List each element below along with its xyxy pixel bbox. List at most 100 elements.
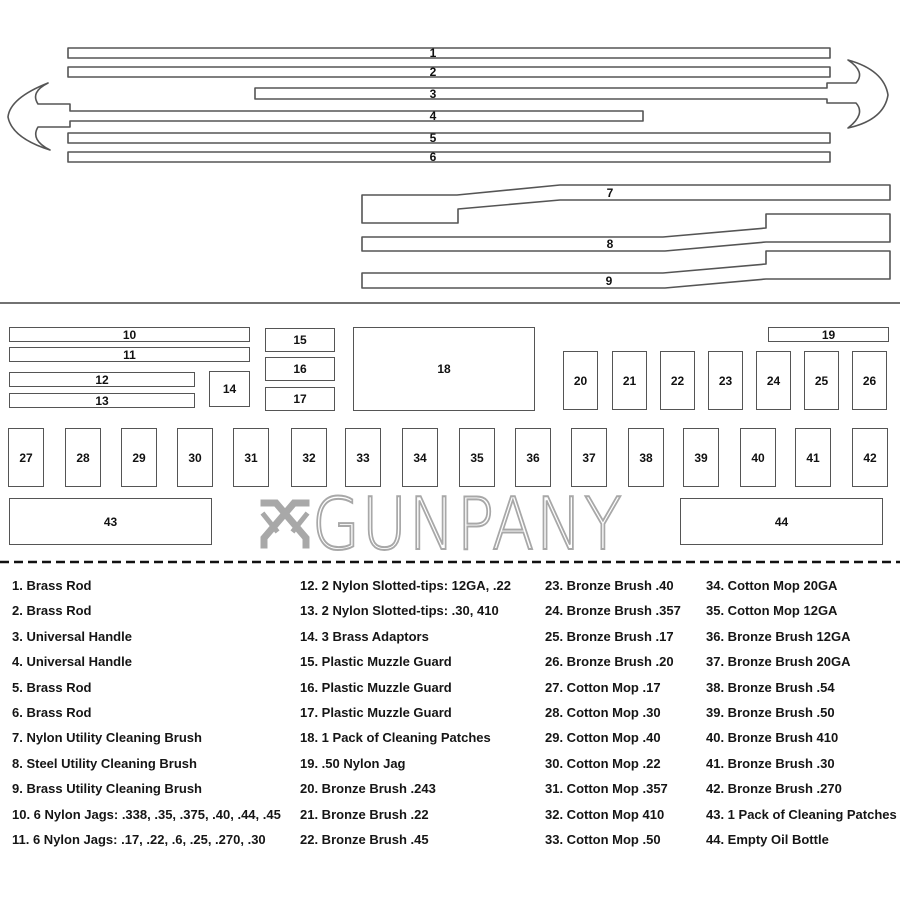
part-34: 34 xyxy=(402,428,438,487)
part-30: 30 xyxy=(177,428,213,487)
legend-item: 16. Plastic Muzzle Guard xyxy=(300,679,452,695)
legend-item: 36. Bronze Brush 12GA xyxy=(706,628,851,644)
legend-item: 44. Empty Oil Bottle xyxy=(706,832,829,847)
part-number: 39 xyxy=(694,450,708,465)
part-number: 26 xyxy=(862,373,877,388)
part-number: 32 xyxy=(302,450,316,465)
part-number: 37 xyxy=(582,450,596,465)
part-number: 34 xyxy=(413,450,427,465)
part-number: 14 xyxy=(222,382,237,396)
part-number: 25 xyxy=(814,373,829,388)
part-number: 4 xyxy=(429,109,437,123)
legend-item: 42. Bronze Brush .270 xyxy=(706,781,842,797)
legend-item: 25. Bronze Brush .17 xyxy=(545,628,674,644)
legend-item: 23. Bronze Brush .40 xyxy=(545,578,674,593)
part-28: 28 xyxy=(65,428,101,487)
part-16: 16 xyxy=(265,357,335,381)
part-18: 18 xyxy=(353,327,535,411)
part-11: 11 xyxy=(9,347,250,362)
part-35: 35 xyxy=(459,428,495,487)
part-41: 41 xyxy=(795,428,831,487)
legend-item: 38. Bronze Brush .54 xyxy=(706,679,835,695)
legend-item: 19. .50 Nylon Jag xyxy=(300,755,406,771)
legend-item: 2. Brass Rod xyxy=(12,603,92,619)
legend-item: 21. Bronze Brush .22 xyxy=(300,806,429,822)
legend-item: 26. Bronze Brush .20 xyxy=(545,654,674,670)
part-number: 7 xyxy=(606,186,614,200)
part-39: 39 xyxy=(683,428,719,487)
part-number: 40 xyxy=(751,450,765,465)
part-42: 42 xyxy=(852,428,888,487)
legend-item: 32. Cotton Mop 410 xyxy=(545,806,665,822)
universal-handle-3 xyxy=(254,59,889,129)
part-number: 6 xyxy=(429,150,437,164)
part-number: 8 xyxy=(606,237,614,251)
part-23: 23 xyxy=(708,351,743,410)
legend-item: 8. Steel Utility Cleaning Brush xyxy=(12,755,197,771)
part-number: 13 xyxy=(95,393,109,408)
part-number: 35 xyxy=(470,450,484,465)
part-44: 44 xyxy=(680,498,883,545)
part-14: 14 xyxy=(209,371,250,407)
legend-item: 15. Plastic Muzzle Guard xyxy=(300,654,452,670)
brass-rod-6 xyxy=(67,151,831,163)
legend-item: 14. 3 Brass Adaptors xyxy=(300,628,429,644)
legend-item: 37. Bronze Brush 20GA xyxy=(706,654,851,670)
part-31: 31 xyxy=(233,428,269,487)
legend-item: 24. Bronze Brush .357 xyxy=(545,603,681,619)
legend-item: 40. Bronze Brush 410 xyxy=(706,730,839,746)
part-17: 17 xyxy=(265,387,335,411)
part-number: 33 xyxy=(356,450,370,465)
part-number: 30 xyxy=(188,450,202,465)
legend-item: 12. 2 Nylon Slotted-tips: 12GA, .22 xyxy=(300,578,511,593)
nylon-utility-brush-7 xyxy=(361,184,891,224)
legend-item: 18. 1 Pack of Cleaning Patches xyxy=(300,730,491,746)
part-20: 20 xyxy=(563,351,598,410)
part-38: 38 xyxy=(628,428,664,487)
steel-utility-brush-8 xyxy=(361,213,891,252)
legend-item: 29. Cotton Mop .40 xyxy=(545,730,661,746)
part-number: 23 xyxy=(718,373,733,388)
part-number: 5 xyxy=(429,131,437,145)
legend-item: 6. Brass Rod xyxy=(12,705,92,720)
part-number: 12 xyxy=(95,372,109,387)
brass-utility-brush-9 xyxy=(361,250,891,289)
part-number: 2 xyxy=(429,65,437,79)
part-number: 38 xyxy=(639,450,653,465)
part-27: 27 xyxy=(8,428,44,487)
part-number: 31 xyxy=(244,450,258,465)
part-26: 26 xyxy=(852,351,887,410)
legend-item: 4. Universal Handle xyxy=(12,654,132,670)
legend-item: 9. Brass Utility Cleaning Brush xyxy=(12,781,202,797)
part-number: 41 xyxy=(806,450,820,465)
brass-rod-5 xyxy=(67,132,831,144)
part-number: 28 xyxy=(76,450,90,465)
part-43: 43 xyxy=(9,498,212,545)
legend-item: 28. Cotton Mop .30 xyxy=(545,705,661,720)
part-number: 20 xyxy=(573,373,588,388)
legend-item: 30. Cotton Mop .22 xyxy=(545,755,661,771)
legend-item: 1. Brass Rod xyxy=(12,578,92,593)
part-40: 40 xyxy=(740,428,776,487)
part-19: 19 xyxy=(768,327,889,342)
part-number: 21 xyxy=(622,373,637,388)
part-number: 29 xyxy=(132,450,146,465)
legend-item: 35. Cotton Mop 12GA xyxy=(706,603,838,619)
legend-item: 7. Nylon Utility Cleaning Brush xyxy=(12,730,202,746)
legend-item: 27. Cotton Mop .17 xyxy=(545,679,661,695)
part-number: 18 xyxy=(437,362,451,376)
part-22: 22 xyxy=(660,351,695,410)
part-number: 9 xyxy=(605,274,613,288)
universal-handle-4 xyxy=(7,82,644,151)
legend-item: 20. Bronze Brush .243 xyxy=(300,781,436,797)
legend-item: 17. Plastic Muzzle Guard xyxy=(300,705,452,720)
part-10: 10 xyxy=(9,327,250,342)
part-number: 22 xyxy=(670,373,685,388)
legend-item: 34. Cotton Mop 20GA xyxy=(706,578,838,593)
brass-rod-1 xyxy=(67,47,831,59)
part-number: 11 xyxy=(123,347,136,362)
part-13: 13 xyxy=(9,393,195,408)
part-number: 19 xyxy=(821,327,836,342)
part-21: 21 xyxy=(612,351,647,410)
